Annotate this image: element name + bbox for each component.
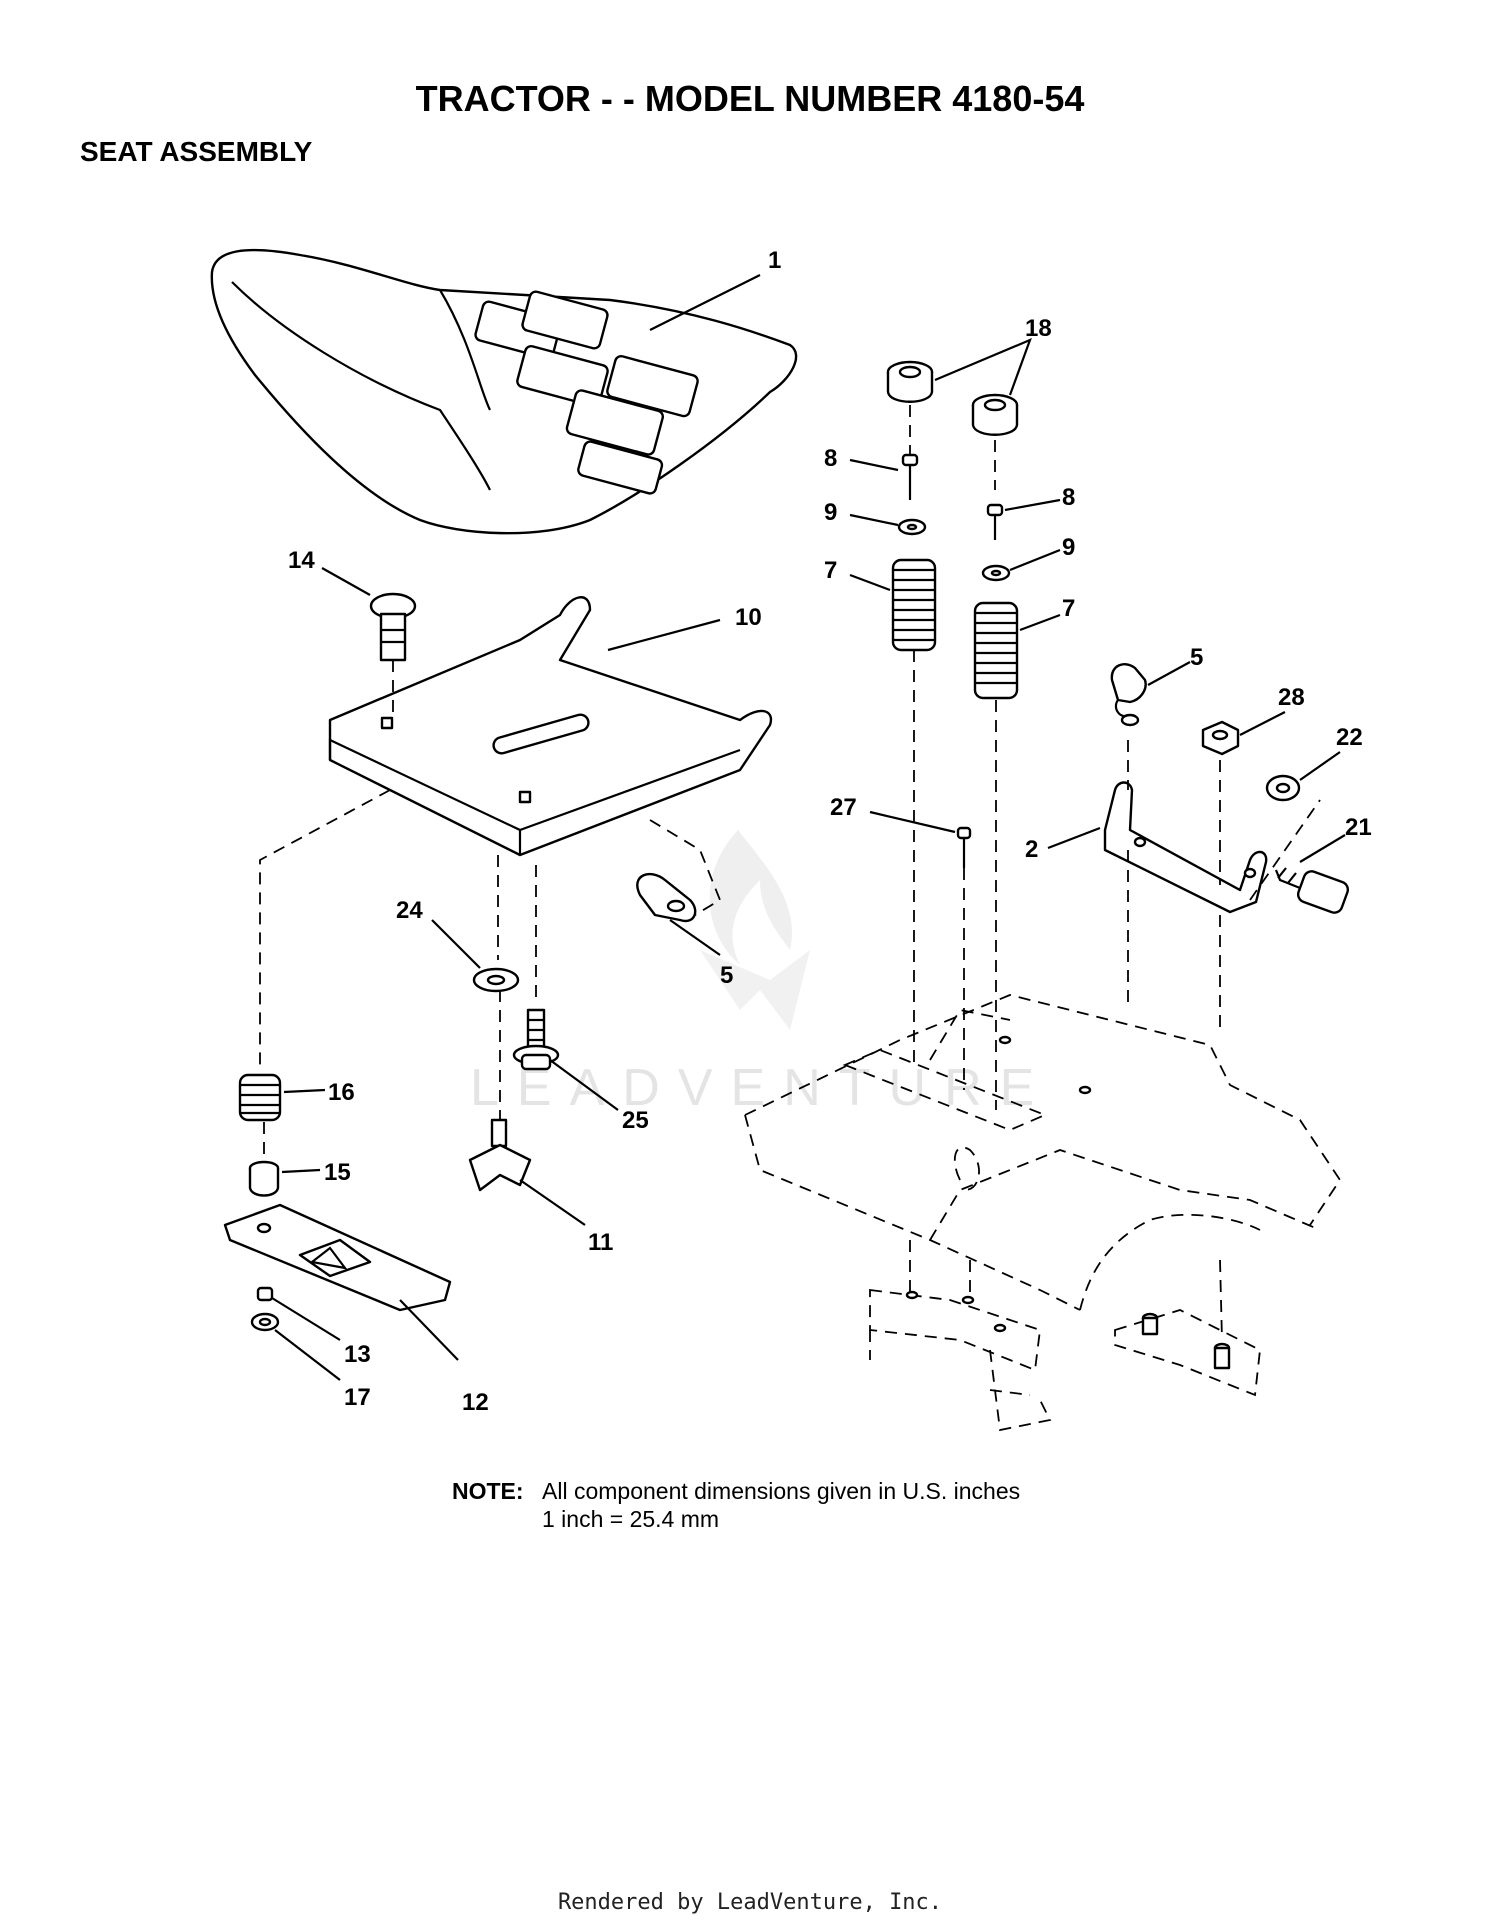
- spacer-part-15: [248, 1160, 280, 1197]
- washer-part-9b: [981, 564, 1011, 582]
- leader-7a: [849, 573, 891, 592]
- bracket-part-2: [1103, 781, 1268, 914]
- leader-28: [1239, 711, 1286, 736]
- callout-5-lower: 5: [720, 962, 733, 989]
- leader-11: [519, 1179, 586, 1226]
- knob-part-11: [468, 1118, 532, 1192]
- leader-2: [1047, 826, 1101, 850]
- note-line-2: 1 inch = 25.4 mm: [542, 1506, 720, 1532]
- bolt-part-8b: [986, 503, 1004, 540]
- plate-part-12: [223, 1203, 452, 1312]
- clip-part-5-upper: [1110, 663, 1147, 727]
- spring-part-7b: [973, 601, 1019, 700]
- clip-part-5-lower: [636, 873, 697, 923]
- leader-15: [281, 1168, 321, 1174]
- bolt-part-25: [512, 1008, 560, 1071]
- note-line-1: All component dimensions given in U.S. i…: [542, 1478, 1021, 1504]
- nut-part-22: [1265, 774, 1301, 802]
- callout-24: 24: [396, 897, 423, 924]
- leader-14: [321, 567, 371, 596]
- callout-12: 12: [462, 1389, 489, 1416]
- page-title: TRACTOR - - MODEL NUMBER 4180-54: [415, 78, 1085, 119]
- leader-5b: [669, 919, 721, 956]
- callout-14: 14: [288, 547, 315, 574]
- washer-part-24: [472, 967, 520, 993]
- callout-21: 21: [1345, 814, 1372, 841]
- callout-5-upper: 5: [1190, 644, 1203, 671]
- spring-part-16: [238, 1073, 282, 1122]
- leader-27: [869, 810, 956, 834]
- leader-21: [1299, 834, 1346, 863]
- callout-17: 17: [344, 1384, 371, 1411]
- leader-18: [934, 338, 1032, 396]
- leader-16: [283, 1088, 326, 1094]
- leader-24: [431, 919, 481, 969]
- footer-credit: Rendered by LeadVenture, Inc.: [557, 1890, 943, 1915]
- callout-7-left: 7: [824, 557, 837, 584]
- washer-part-9a: [897, 518, 927, 536]
- callout-11: 11: [588, 1229, 613, 1256]
- callout-22: 22: [1336, 724, 1363, 751]
- bolt-part-21: [1274, 867, 1350, 914]
- bolt-part-8a: [901, 453, 919, 500]
- bumper-part-18b: [971, 393, 1019, 436]
- callout-13: 13: [344, 1341, 371, 1368]
- callout-18: 18: [1025, 315, 1052, 342]
- leader-9b: [1009, 548, 1061, 572]
- leader-12: [399, 1299, 459, 1361]
- nut-part-17: [250, 1312, 280, 1332]
- callout-8-right: 8: [1062, 484, 1075, 511]
- leader-13: [271, 1297, 341, 1341]
- watermark: LEADVENTURE: [470, 830, 1052, 1117]
- leader-22: [1299, 751, 1341, 781]
- leader-10: [607, 618, 721, 652]
- leader-8a: [849, 458, 899, 472]
- callout-28: 28: [1278, 684, 1305, 711]
- leader-5a: [1147, 661, 1191, 686]
- bolt-part-27: [956, 826, 972, 868]
- callout-10: 10: [735, 604, 762, 631]
- callout-25: 25: [622, 1107, 649, 1134]
- leader-9a: [849, 513, 899, 527]
- callout-1: 1: [768, 247, 781, 274]
- callout-8-left: 8: [824, 445, 837, 472]
- leader-17: [274, 1329, 341, 1381]
- callout-27: 27: [830, 794, 857, 821]
- leader-25: [549, 1059, 619, 1111]
- section-title: SEAT ASSEMBLY: [80, 136, 313, 167]
- watermark-text: LEADVENTURE: [470, 1059, 1052, 1117]
- carriage-bolt-part-14: [369, 592, 417, 662]
- leader-1: [649, 274, 761, 331]
- note-label: NOTE:: [452, 1478, 524, 1504]
- callout-15: 15: [324, 1159, 351, 1186]
- leader-7b: [1019, 613, 1061, 632]
- callout-9-right: 9: [1062, 534, 1075, 561]
- callout-9-left: 9: [824, 499, 837, 526]
- dimension-note: NOTE: All component dimensions given in U…: [452, 1477, 1020, 1533]
- spring-part-7a: [891, 558, 937, 652]
- nut-part-28: [1201, 720, 1240, 756]
- seat-part-1: [210, 248, 798, 535]
- tractor-frame-reference: [744, 994, 1342, 1432]
- bushing-part-13: [256, 1286, 274, 1302]
- callout-2: 2: [1025, 836, 1038, 863]
- leader-8b: [1004, 498, 1061, 512]
- seat-pan-part-10: [328, 596, 773, 857]
- bumper-part-18a: [886, 360, 934, 403]
- callout-7-right: 7: [1062, 595, 1075, 622]
- callout-16: 16: [328, 1079, 355, 1106]
